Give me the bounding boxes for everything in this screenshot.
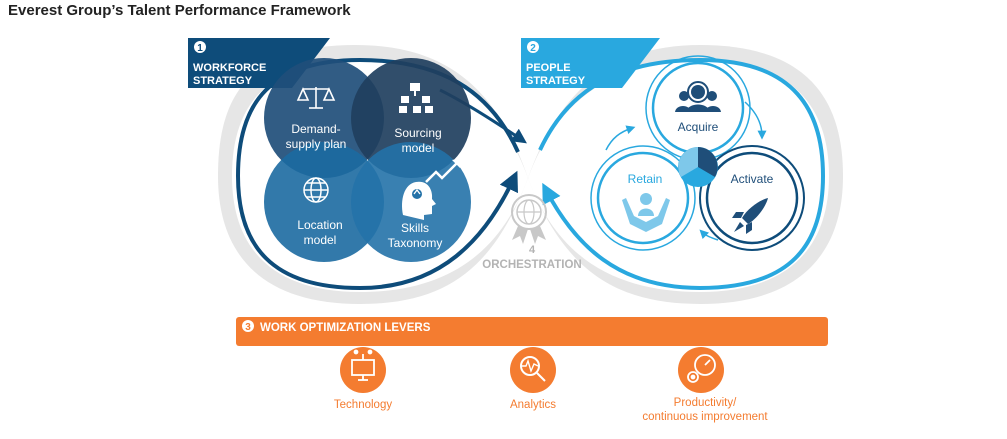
gauge-gear-icon <box>687 354 716 383</box>
activate-label: Activate <box>731 172 774 186</box>
workforce-number: 1 <box>197 43 203 54</box>
demand-label-2: supply plan <box>286 137 347 151</box>
location-label-2: model <box>304 233 337 247</box>
workforce-circles: Demand- supply plan Sourcing model Locat… <box>264 58 471 262</box>
org-chart-icon <box>399 83 433 113</box>
lever-productivity: Productivity/ continuous improvement <box>642 347 768 423</box>
rocket-icon <box>732 198 768 234</box>
computer-icon <box>351 349 375 381</box>
lever-technology: Technology <box>334 347 392 411</box>
technology-label: Technology <box>334 399 392 411</box>
location-circle <box>264 142 384 262</box>
people-strategy-badge: 2 PEOPLE STRATEGY <box>521 38 660 88</box>
people-search-icon <box>675 81 721 112</box>
people-label-2: STRATEGY <box>526 75 586 87</box>
workforce-label-1: WORKFORCE <box>193 62 266 74</box>
acquire-label: Acquire <box>678 120 719 134</box>
sourcing-circle <box>351 58 471 178</box>
levers-header-bar <box>236 317 828 346</box>
orchestration-number: 4 <box>529 244 536 256</box>
skills-label-1: Skills <box>401 221 429 235</box>
workforce-label-2: STRATEGY <box>193 75 253 87</box>
people-label-1: PEOPLE <box>526 62 571 74</box>
scales-icon <box>296 87 336 109</box>
people-cycle: Acquire Retain Activate <box>590 55 805 251</box>
retain-label: Retain <box>628 172 663 186</box>
sourcing-label-2: model <box>402 141 435 155</box>
globe-badge-icon <box>511 194 547 244</box>
demand-label-1: Demand- <box>291 122 340 136</box>
orchestration-badge: 4 ORCHESTRATION <box>482 194 582 271</box>
lever-analytics: Analytics <box>510 347 556 411</box>
hands-person-icon <box>622 193 670 232</box>
analytics-label: Analytics <box>510 399 556 411</box>
demand-circle <box>264 58 384 178</box>
sourcing-label-1: Sourcing <box>394 126 441 140</box>
page-title: Everest Group’s Talent Performance Frame… <box>8 2 351 19</box>
work-optimization-levers: 3 WORK OPTIMIZATION LEVERS Technology <box>236 317 828 423</box>
skills-label-2: Taxonomy <box>388 236 443 250</box>
productivity-label-2: continuous improvement <box>642 411 768 423</box>
levers-header: WORK OPTIMIZATION LEVERS <box>260 322 431 334</box>
levers-number: 3 <box>245 322 251 333</box>
people-number: 2 <box>530 43 536 54</box>
productivity-label-1: Productivity/ <box>674 397 737 409</box>
location-label-1: Location <box>297 218 342 232</box>
magnifier-pulse-icon <box>520 356 546 382</box>
head-growth-icon <box>402 158 462 220</box>
globe-icon <box>303 177 329 203</box>
orchestration-label: ORCHESTRATION <box>482 259 581 271</box>
